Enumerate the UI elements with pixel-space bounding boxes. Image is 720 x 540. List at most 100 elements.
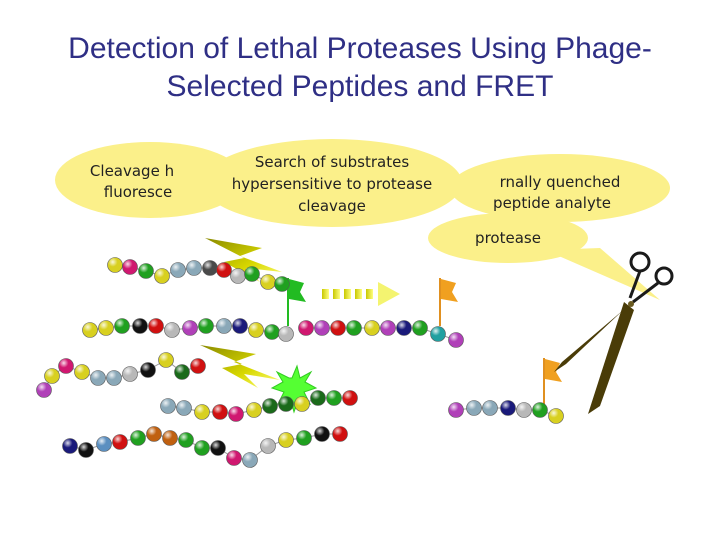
- dashed-arrow-dash: [355, 289, 362, 299]
- peptide-bead-highlight: [548, 408, 564, 424]
- peptide-bead-highlight: [232, 318, 248, 334]
- flag-green-icon: [287, 278, 306, 326]
- peptide-bead-highlight: [230, 268, 246, 284]
- peptide-bead-highlight: [198, 318, 214, 334]
- peptide-bead-highlight: [164, 322, 180, 338]
- peptide-bead-highlight: [212, 404, 228, 420]
- peptide-bead-highlight: [314, 320, 330, 336]
- peptide-bead-highlight: [260, 274, 276, 290]
- dashed-arrow-dash: [333, 289, 340, 299]
- peptide-bead-highlight: [298, 320, 314, 336]
- bubble-search-shape: [202, 139, 462, 227]
- peptide-bead-highlight: [226, 450, 242, 466]
- peptide-bead-highlight: [430, 326, 446, 342]
- bubble-quenched-shape: [450, 154, 670, 222]
- peptide-bead-highlight: [246, 402, 262, 418]
- peptide-bead-highlight: [380, 320, 396, 336]
- bubble-search-line-2: hypersensitive to protease: [232, 175, 432, 193]
- peptide-bead-highlight: [296, 430, 312, 446]
- bubble-protease-label: protease: [475, 229, 541, 247]
- peptide-bead-highlight: [264, 324, 280, 340]
- peptide-bead-highlight: [346, 320, 362, 336]
- peptide-bead-highlight: [448, 332, 464, 348]
- bead-chain-link: [306, 327, 457, 341]
- peptide-bead-highlight: [154, 268, 170, 284]
- peptide-bead-highlight: [146, 426, 162, 442]
- peptide-bead-highlight: [78, 442, 94, 458]
- bubble-cleavage-shape: [55, 142, 245, 218]
- peptide-bead-highlight: [262, 398, 278, 414]
- scissors-handle-right: [654, 266, 674, 286]
- peptide-bead-highlight: [310, 390, 326, 406]
- peptide-bead-highlight: [122, 366, 138, 382]
- dashed-arrow-head: [378, 282, 400, 306]
- lightning-bolt-upper-icon: [205, 238, 282, 282]
- peptide-bead-highlight: [106, 370, 122, 386]
- peptide-bead-highlight: [244, 266, 260, 282]
- bubble-cleavage: [55, 142, 245, 218]
- peptide-bead-highlight: [364, 320, 380, 336]
- peptide-bead-highlight: [36, 382, 52, 398]
- dashed-arrow: [322, 282, 400, 306]
- bubble-search-line-1: Search of substrates: [255, 153, 410, 171]
- peptide-bead-highlight: [182, 320, 198, 336]
- slide-title-line-1: Detection of Lethal Proteases Using Phag…: [68, 32, 652, 65]
- peptide-bead-highlight: [130, 430, 146, 446]
- peptide-bead-highlight: [466, 400, 482, 416]
- peptide-bead-highlight: [248, 322, 264, 338]
- peptide-bead-highlight: [148, 318, 164, 334]
- peptide-bead-highlight: [532, 402, 548, 418]
- peptide-bead-highlight: [114, 318, 130, 334]
- protease-bubble-tail: [545, 248, 660, 300]
- peptide-bead-highlight: [260, 438, 276, 454]
- peptide-bead-highlight: [396, 320, 412, 336]
- peptide-bead-highlight: [138, 263, 154, 279]
- bubble-search-line-3: cleavage: [298, 197, 366, 215]
- scissors-pivot: [628, 301, 634, 307]
- peptide-bead-highlight: [210, 440, 226, 456]
- scissors-blade-lower: [588, 302, 634, 414]
- peptide-bead-highlight: [216, 318, 232, 334]
- dashed-arrow-dash: [366, 289, 373, 299]
- peptide-bead-highlight: [516, 402, 532, 418]
- peptide-bead-highlight: [170, 262, 186, 278]
- peptide-bead-highlight: [158, 352, 174, 368]
- peptide-bead-highlight: [186, 260, 202, 276]
- peptide-bead-highlight: [500, 400, 516, 416]
- peptide-bead-highlight: [122, 259, 138, 275]
- bubble-search-substrates: [160, 139, 462, 227]
- scissors-shank-right: [632, 281, 659, 304]
- peptide-bead-highlight: [194, 440, 210, 456]
- scissors-shank-left: [628, 270, 642, 299]
- peptide-bead-highlight: [242, 452, 258, 468]
- peptide-bead-highlight: [176, 400, 192, 416]
- peptide-bead-highlight: [482, 400, 498, 416]
- peptide-bead-highlight: [190, 358, 206, 374]
- flag-green-cloth: [289, 279, 306, 302]
- peptide-bead-highlight: [412, 320, 428, 336]
- slide-title: Detection of Lethal Proteases Using Phag…: [0, 30, 720, 106]
- peptide-bead-highlight: [160, 398, 176, 414]
- flag-orange-upper-icon: [439, 278, 458, 326]
- peptide-bead-highlight: [342, 390, 358, 406]
- peptide-bead-highlight: [96, 436, 112, 452]
- peptide-bead-highlight: [326, 390, 342, 406]
- peptide-bead-highlight: [174, 364, 190, 380]
- flag-orange-lower-cloth: [545, 359, 562, 382]
- peptide-bead-highlight: [314, 426, 330, 442]
- bubble-cleavage-line-2: fluoresce: [104, 183, 173, 201]
- peptide-bead-highlight: [90, 370, 106, 386]
- peptide-bead-highlight: [332, 426, 348, 442]
- peptide-bead-highlight: [448, 402, 464, 418]
- bubble-protease: [428, 213, 588, 263]
- bubble-quenched-line-1: rnally quenched: [500, 173, 621, 191]
- bubble-cleavage-line-1: Cleavage h: [90, 162, 174, 180]
- peptide-bead-highlight: [132, 318, 148, 334]
- peptide-bead-highlight: [44, 368, 60, 384]
- peptide-bead-highlight: [74, 364, 90, 380]
- peptide-bead-highlight: [107, 257, 123, 273]
- peptide-bead-highlight: [278, 432, 294, 448]
- peptide-bead-highlight: [274, 276, 290, 292]
- peptide-bead-highlight: [278, 326, 294, 342]
